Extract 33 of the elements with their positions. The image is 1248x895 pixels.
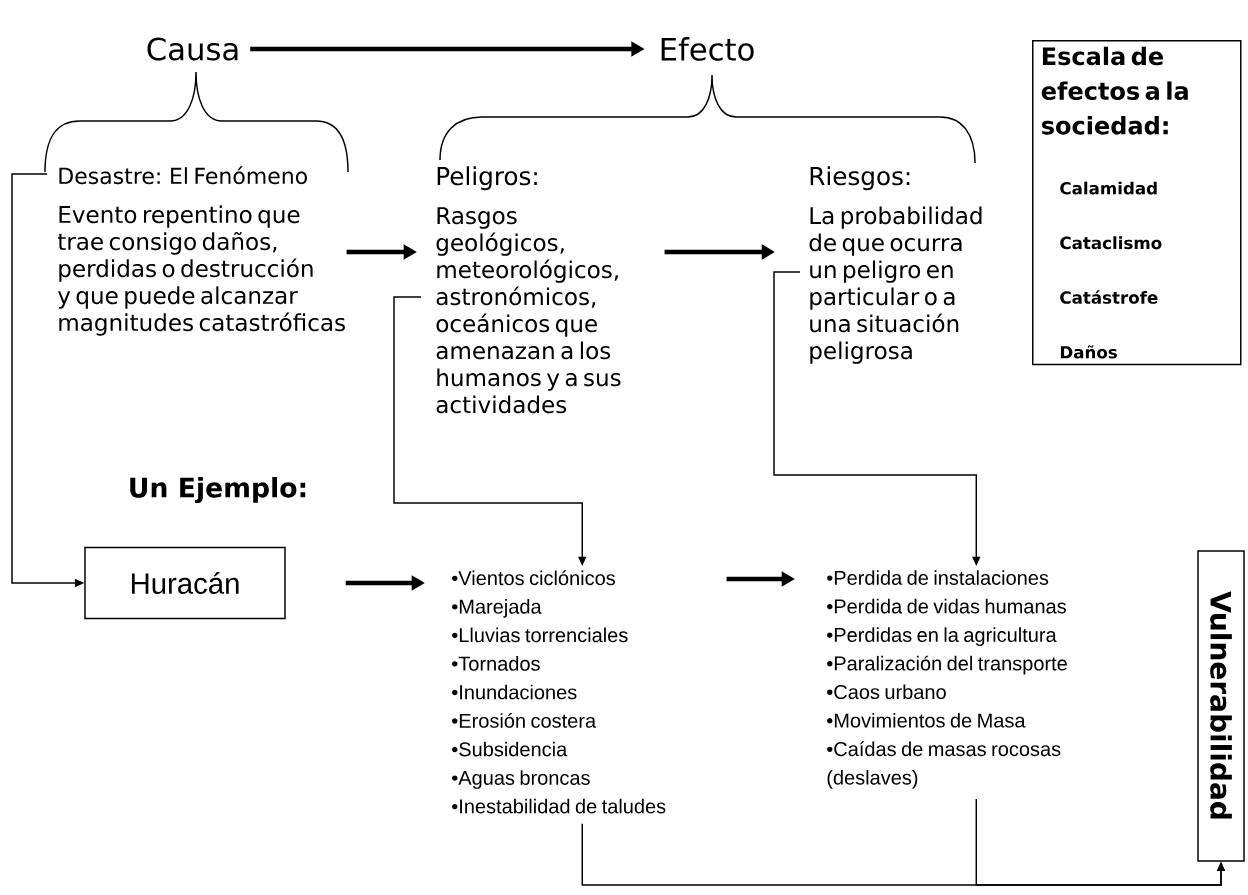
list-item: •Aguas broncas (452, 770, 590, 789)
example-heading: Un Ejemplo: (130, 477, 306, 503)
scale-item: Calamidad (1060, 181, 1157, 195)
list-item: •Inestabilidad de taludes (452, 798, 666, 814)
list-item: •Perdidas en la agricultura (827, 627, 1057, 646)
heading-text: Efecto (661, 37, 754, 61)
description-text: Rasgos geológicos, meteorológicos, astronómicos, oceánicos que amenazan a los humanos y a sus actividades (436, 207, 621, 414)
heading-text: Escala de efectos a la sociedad: (1041, 46, 1188, 135)
list-item: •Caos urbano (827, 684, 946, 700)
vertical-label-box: Vulnerabilidad (1197, 550, 1245, 862)
legend-box (1032, 40, 1242, 366)
heading-text: Desastre: El Fenómeno (59, 166, 307, 185)
list-item: •Lluvias torrenciales (452, 627, 628, 643)
scale-item: Cataclismo (1060, 236, 1162, 250)
list-item: •Movimientos de Masa (827, 712, 1026, 728)
list-item: •Caídas de masas rocosas (deslaves) (827, 741, 1061, 789)
list-item: •Perdida de vidas humanas (827, 598, 1066, 614)
heading-text: Causa (147, 37, 238, 61)
list-item: •Perdida de instalaciones (827, 570, 1049, 585)
list-item: •Marejada (452, 599, 542, 618)
list-item: •Subsidencia (452, 741, 568, 757)
list-item: •Tornados (452, 656, 540, 671)
scale-item: Catástrofe (1060, 290, 1158, 304)
list-item: •Vientos ciclónicos (452, 570, 615, 586)
example-box: Huracán (84, 546, 286, 620)
list-item: •Inundaciones (452, 684, 577, 700)
heading-text: Riesgos: (810, 166, 910, 191)
description-text: La probabilidad de que ocurra un peligro en particular o a una situación peligrosa (809, 206, 982, 364)
list-item: •Paralización del transporte (827, 655, 1067, 675)
description-text: Evento repentino que trae consigo daños, perdidas o destrucción y que puede alcanzar magnitudes catastróficas (57, 205, 345, 336)
heading-text: Peligros: (437, 166, 537, 191)
list-item: •Erosión costera (452, 712, 597, 728)
scale-item: Daños (1060, 345, 1117, 359)
